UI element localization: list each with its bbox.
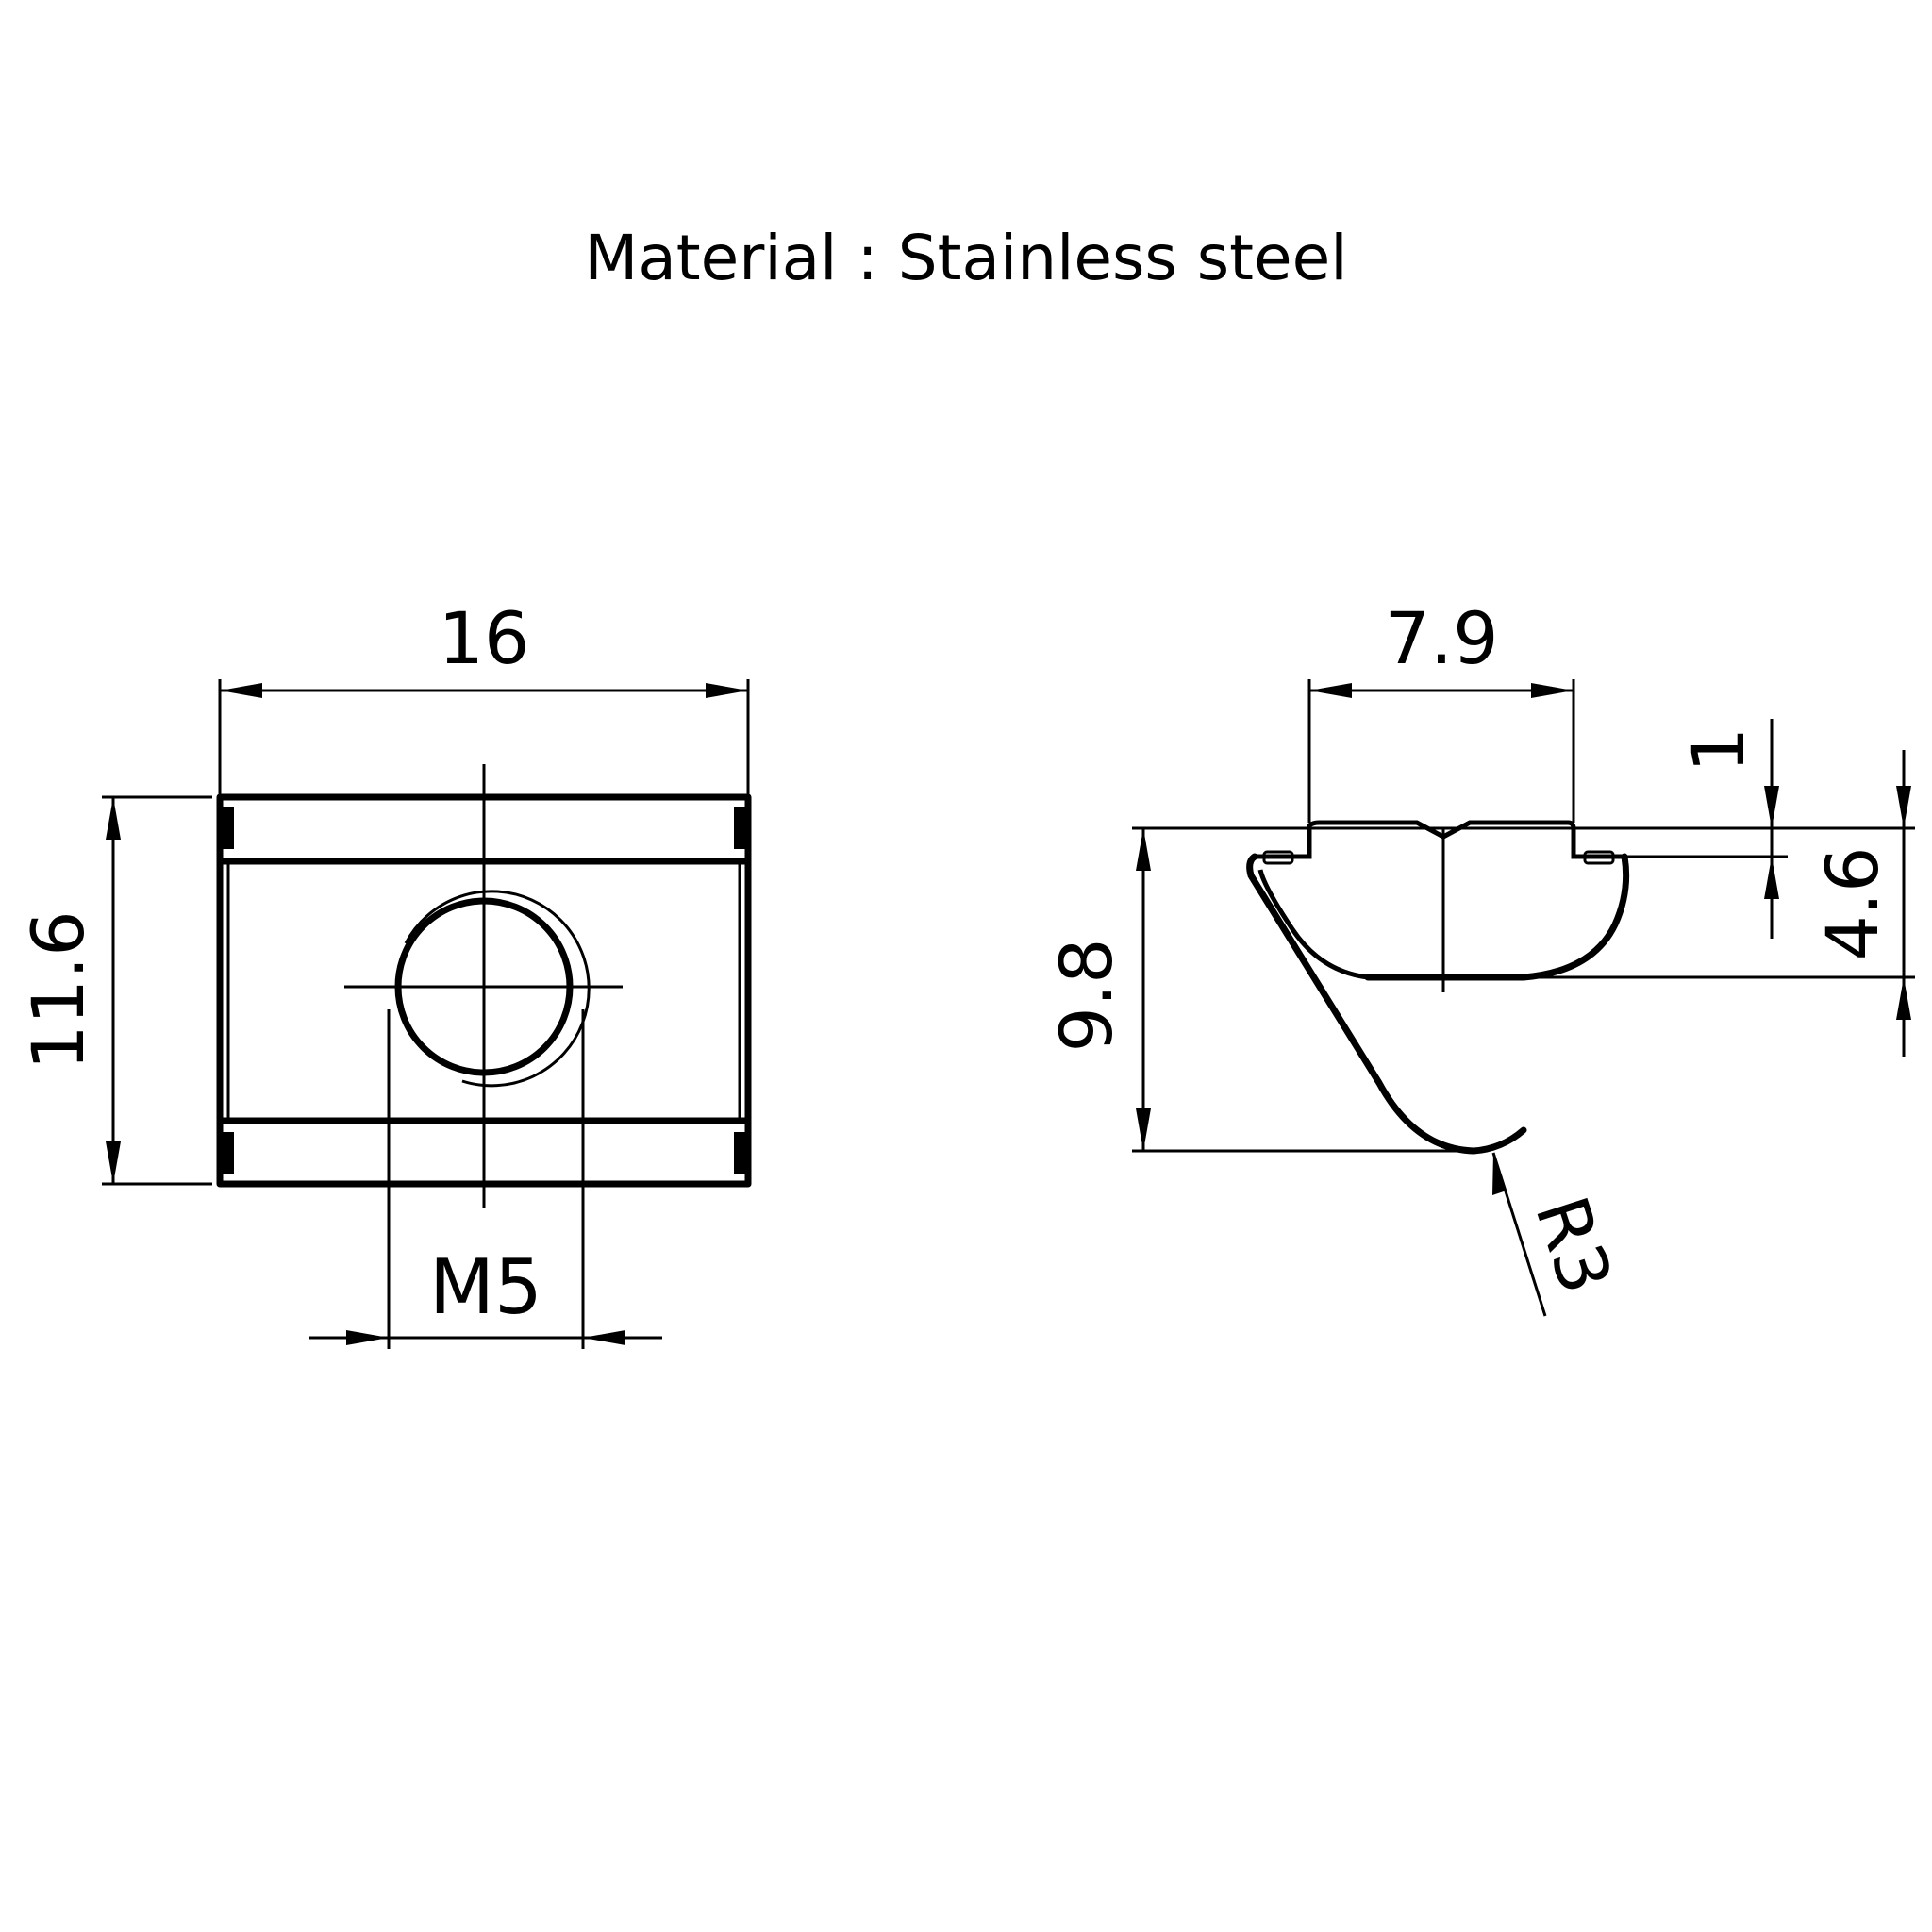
side-inner-left-curve xyxy=(1257,869,1369,980)
top-width-arrow-right xyxy=(1531,683,1574,698)
step-label: 1 xyxy=(1676,727,1760,773)
thread-hole-outer-arc xyxy=(404,890,591,1088)
step-arrow-top xyxy=(1764,786,1779,828)
thread-label: M5 xyxy=(429,1243,542,1331)
width-arrow-left xyxy=(220,683,262,698)
front-pad-bottom-right xyxy=(734,1132,745,1174)
side-spring-arm xyxy=(1246,853,1527,1155)
body-height-arrow-top xyxy=(1896,786,1911,828)
front-view: 16 11.6 M5 xyxy=(16,596,752,1349)
radius-leader-arrow xyxy=(1492,1153,1507,1195)
total-height-arrow-bottom xyxy=(1136,1108,1151,1151)
height-arrow-bottom xyxy=(106,1141,121,1184)
side-left-tab xyxy=(1262,850,1294,865)
thread-arrow-right xyxy=(583,1330,625,1345)
side-left-shoulder xyxy=(1255,828,1312,859)
step-arrow-bottom xyxy=(1764,857,1779,899)
body-height-label: 4.6 xyxy=(1810,847,1894,961)
side-right-shoulder xyxy=(1571,828,1624,859)
front-pad-top-right xyxy=(734,807,745,849)
height-arrow-top xyxy=(106,797,121,840)
total-height-arrow-top xyxy=(1136,828,1151,871)
body-height-arrow-bottom xyxy=(1896,977,1911,1020)
drawing-title: Material : Stainless steel xyxy=(584,222,1348,294)
top-width-arrow-left xyxy=(1309,683,1352,698)
top-width-label: 7.9 xyxy=(1385,596,1499,680)
front-pad-bottom-left xyxy=(223,1132,234,1174)
width-arrow-right xyxy=(706,683,748,698)
front-pad-top-left xyxy=(223,807,234,849)
side-body-bottom xyxy=(1364,853,1630,981)
side-view: 7.9 1 4.6 9.8 R3 xyxy=(1044,596,1915,1317)
height-label: 11.6 xyxy=(16,910,100,1070)
total-height-label: 9.8 xyxy=(1044,939,1128,1053)
thread-arrow-left xyxy=(346,1330,389,1345)
width-label: 16 xyxy=(439,596,530,680)
side-right-tab xyxy=(1583,850,1615,865)
